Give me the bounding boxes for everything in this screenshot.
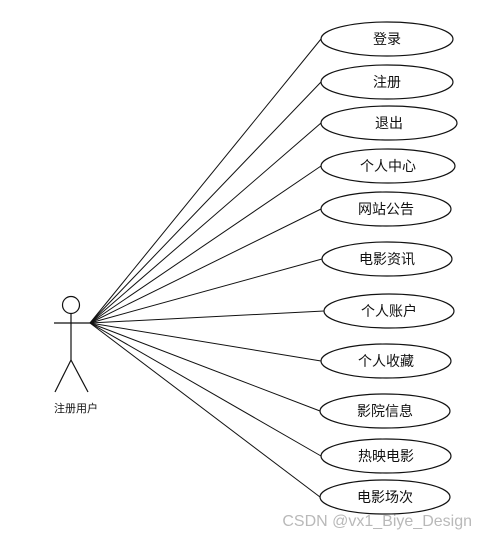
use-case-ellipse [319, 479, 451, 515]
association-line [89, 258, 323, 324]
use-case-label: 电影资讯 [359, 252, 415, 268]
use-case: 电影资讯 [321, 241, 453, 277]
use-case-label: 个人账户 [361, 303, 417, 320]
use-case-label: 热映电影 [358, 449, 414, 465]
use-case-label: 注册 [373, 75, 401, 91]
use-case-label: 网站公告 [358, 202, 414, 218]
use-case-ellipse [320, 105, 458, 141]
actor-right-leg [70, 359, 89, 393]
association-line [89, 322, 321, 498]
use-case-label: 退出 [375, 116, 403, 132]
use-case-ellipse [320, 21, 454, 57]
use-case: 注册 [320, 64, 454, 100]
use-case-label: 影院信息 [357, 403, 413, 420]
use-case-ellipse [320, 191, 452, 227]
actor-head [61, 295, 81, 315]
use-case: 退出 [320, 105, 458, 141]
use-case: 网站公告 [320, 191, 452, 227]
actor-left-leg [54, 359, 72, 393]
use-case: 热映电影 [320, 438, 452, 474]
use-case-ellipse [320, 343, 452, 379]
use-case-ellipse [320, 64, 454, 100]
association-line [89, 322, 322, 457]
use-case-label: 登录 [373, 32, 401, 48]
use-case-ellipse [320, 438, 452, 474]
use-case-ellipse [320, 148, 456, 184]
use-case: 个人中心 [320, 148, 456, 184]
association-line [89, 165, 322, 324]
actor-label: 注册用户 [54, 401, 98, 415]
use-case-label: 个人收藏 [358, 354, 414, 370]
watermark: CSDN @vx1_Biye_Design [282, 513, 472, 530]
actor-figure [54, 295, 90, 393]
association-lines [89, 38, 325, 498]
association-line [89, 310, 325, 324]
use-case-label: 电影场次 [357, 490, 413, 506]
use-case: 个人收藏 [320, 343, 452, 379]
use-case: 影院信息 [319, 393, 451, 429]
use-case: 电影场次 [319, 479, 451, 515]
use-case: 登录 [320, 21, 454, 57]
association-line [89, 322, 322, 362]
use-case-ellipse [321, 241, 453, 277]
association-line [89, 81, 322, 324]
association-line [89, 208, 322, 324]
use-case-label: 个人中心 [360, 159, 416, 175]
association-line [89, 322, 321, 412]
association-line [89, 38, 322, 324]
association-line [89, 122, 322, 324]
use-case-ellipse [319, 393, 451, 429]
use-case: 个人账户 [323, 293, 455, 329]
use-case-ellipse [323, 293, 455, 329]
